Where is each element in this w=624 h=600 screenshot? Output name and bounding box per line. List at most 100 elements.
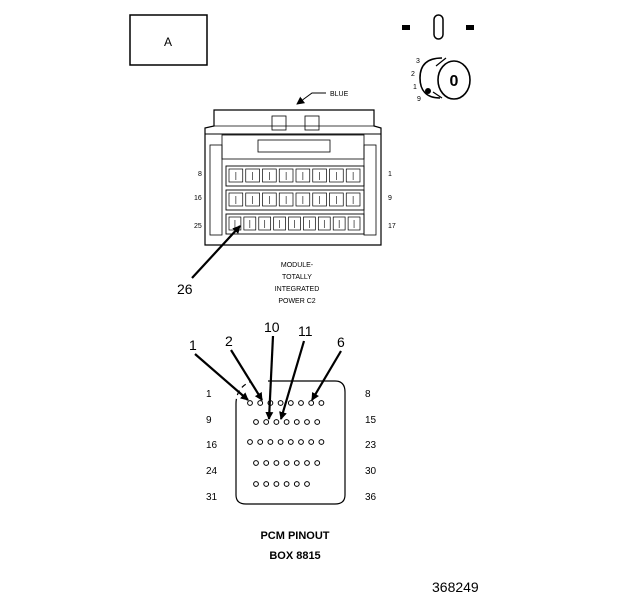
pinout-row-end: 30 [365,466,377,477]
pin-callout: 6 [337,334,345,350]
pin-hole [287,400,294,406]
pin-callout-leader [311,350,342,401]
key-box-label: A [164,35,172,49]
pin-callout: 2 [225,333,233,349]
pin-hole [318,400,325,406]
terminal-cavity [245,168,260,183]
pin-hole [283,419,290,425]
pin-hole [298,439,304,445]
pinout-subtitle: BOX 8815 [269,550,320,562]
module-caption-line: POWER C2 [278,298,315,305]
key-letter: 0 [450,73,459,90]
cavity-row [225,165,365,187]
figure-number: 368249 [432,579,479,595]
terminal-cavity [329,168,344,183]
module-caption-line: MODULE- [281,262,314,269]
key-pin-number: 3 [416,58,420,65]
pinout-row-end: 36 [365,492,377,503]
pin-callout-leader [194,353,249,401]
pin-hole [253,419,259,425]
terminal-cavity [258,216,272,231]
key-pin-number: 9 [417,96,421,103]
pin-hole [273,481,280,487]
terminal-cavity [243,216,257,231]
pinout-outline-chamfer [235,381,251,405]
pin-hole [257,439,264,445]
pin-hole [273,460,280,466]
pinout-row-end: 23 [365,440,377,451]
terminal-cavity [345,192,361,207]
pin-callout-leader [279,340,306,420]
pin-holes [247,400,325,487]
pin-hole [273,419,280,425]
pinout-row-end: 15 [365,415,377,426]
terminal-cavity [288,216,301,231]
connector-row-start: 25 [194,223,202,230]
connector-cavity-rows [225,165,365,235]
terminal-cavity [345,168,361,183]
terminal-cavity [332,216,346,231]
pinout-title: PCM PINOUT [260,530,329,542]
pin-hole [304,460,310,466]
terminal-cavity [312,168,327,183]
connector-row-end: 1 [388,171,392,178]
pin-hole [293,460,300,466]
pin-hole [277,439,284,445]
pin-hole [283,460,290,466]
terminal-cavity [245,192,260,207]
pin-callout: 11 [298,323,313,339]
pin-hole [287,439,294,445]
pin-hole [304,419,310,425]
terminal-cavity [262,192,277,207]
pinout-row-start: 9 [206,415,212,426]
pin-hole [298,400,304,406]
pin-hole [263,460,270,466]
pin-hole [267,439,274,445]
terminal-cavity [347,216,361,231]
pcm-pinout: 1 9 16 24 31 8 15 23 30 36 1 2 10 11 6 P… [189,319,377,562]
terminal-cavity [278,168,294,183]
pin-hole [308,400,315,406]
pin-hole [247,400,253,406]
terminal-cavity [312,192,327,207]
terminal-cavity [262,168,277,183]
pin-hole [253,481,259,487]
pin-hole [293,419,300,425]
cavity-row [225,189,365,211]
pin-hole [283,481,290,487]
key-cylinder-icon [419,57,471,100]
module-connector: BLUE 8 16 25 1 9 17 26 MODULE- TOTALLY I… [177,91,396,305]
terminal-cavity [329,192,344,207]
pin-callout-leader [191,225,241,279]
connector-row-start: 16 [194,195,202,202]
pinout-outline [235,380,346,505]
key-pin-number: 1 [413,84,417,91]
pin-callout: 1 [189,337,197,353]
pin-callout: 26 [177,281,193,297]
pin-hole [253,460,259,466]
pin-callout: 10 [264,319,280,335]
module-caption-line: INTEGRATED [275,286,320,293]
connector-row-end: 9 [388,195,392,202]
pin-hole [314,460,321,466]
pin-hole [308,439,315,445]
pin-hole [257,400,264,406]
terminal-cavity [295,168,311,183]
key-box: A [129,14,208,66]
pin-hole [314,419,321,425]
module-caption-line: TOTALLY [282,274,312,281]
pin-hole [263,419,270,425]
pinout-row-start: 24 [206,466,218,477]
left-dash-icon [402,25,410,30]
pinout-row-start: 31 [206,492,218,503]
color-callout: BLUE [330,91,349,98]
slot-icon [433,14,444,40]
right-dash-icon [466,25,474,30]
pin-callout-leader [230,349,263,401]
terminal-cavity [228,192,244,207]
pin-hole [247,439,253,445]
pin-hole [293,481,300,487]
terminal-cavity [295,192,311,207]
pin-hole [318,439,325,445]
